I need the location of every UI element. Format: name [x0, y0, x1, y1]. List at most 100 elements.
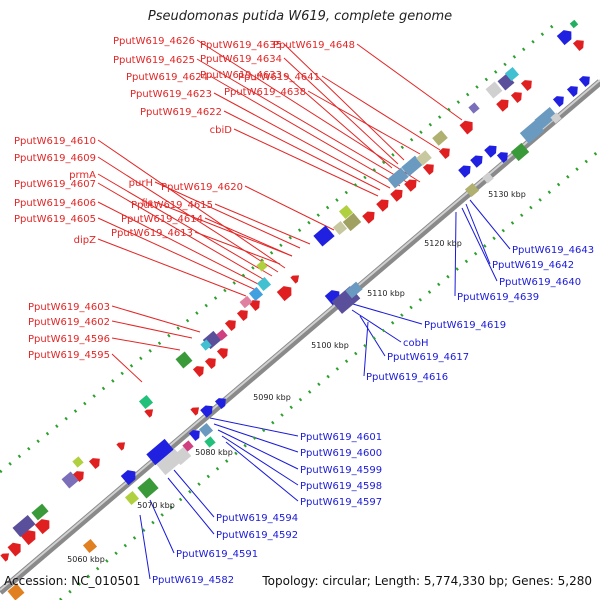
- gene-block: [31, 503, 49, 521]
- gene-block: [256, 260, 268, 272]
- gene-block: [313, 225, 335, 247]
- gene-arrow-forward: [390, 189, 403, 202]
- kbp-tick-label: 5060 kbp: [67, 555, 105, 564]
- gene-arrow-forward: [438, 148, 450, 160]
- gene-arrow-reverse: [578, 76, 590, 88]
- gene-block: [468, 102, 480, 114]
- genome-title: Pseudomonas putida W619, complete genome: [147, 9, 453, 24]
- gene-label: PputW619_4619: [424, 320, 506, 331]
- accession-text: Accession: NC_010501: [4, 574, 141, 588]
- gene-arrow-forward: [204, 358, 216, 370]
- kbp-tick-label: 5100 kbp: [311, 341, 349, 350]
- gene-block: [416, 150, 432, 166]
- gene-label: PputW619_4609: [14, 153, 96, 164]
- gene-arrow-forward: [144, 409, 154, 418]
- gene-block: [12, 514, 36, 538]
- kbp-tick-label: 5080 kbp: [195, 448, 233, 457]
- gene-label: PputW619_4598: [300, 481, 382, 492]
- gene-label: PputW619_4639: [457, 292, 539, 303]
- gene-block: [239, 295, 253, 309]
- gene-block: [569, 19, 579, 29]
- gene-arrow-forward: [7, 542, 21, 557]
- gene-label: fis: [141, 198, 153, 209]
- gene-arrow-reverse: [484, 145, 497, 158]
- gene-label: PputW619_4594: [216, 513, 298, 524]
- gene-arrow-forward: [72, 471, 84, 483]
- gene-arrow-reverse: [566, 86, 578, 98]
- gene-arrow-forward: [20, 530, 36, 546]
- gene-label: PputW619_4635: [200, 40, 282, 51]
- kbp-tick-label: 5090 kbp: [253, 393, 291, 402]
- gene-arrow-forward: [404, 179, 417, 192]
- gene-block: [7, 583, 25, 600]
- gene-label: PputW619_4606: [14, 198, 96, 209]
- gene-label: PputW619_4638: [224, 87, 306, 98]
- gene-label: PputW619_4648: [273, 40, 355, 51]
- gene-block: [124, 490, 140, 506]
- gene-block: [345, 281, 363, 299]
- gene-arrow-forward: [459, 120, 473, 135]
- gene-label: PputW619_4617: [387, 352, 469, 363]
- gene-arrow-reverse: [552, 96, 564, 108]
- gene-arrow-forward: [572, 40, 584, 52]
- gene-label: PputW619_4602: [28, 317, 110, 328]
- gene-label: PputW619_4640: [499, 277, 581, 288]
- gene-label: PputW619_4613: [111, 228, 193, 239]
- gene-block: [432, 130, 448, 146]
- gene-label: PputW619_4623: [130, 89, 212, 100]
- gene-arrow-reverse: [214, 398, 226, 410]
- gene-block: [198, 422, 214, 438]
- gene-block: [200, 339, 212, 351]
- gene-arrow-reverse: [200, 405, 213, 418]
- gene-block: [182, 440, 194, 452]
- gene-block: [338, 204, 354, 220]
- gene-arrow-forward: [556, 30, 572, 46]
- gene-label: PputW619_4620: [161, 182, 243, 193]
- gene-label: PputW619_4600: [300, 448, 382, 459]
- gene-label: prmA: [69, 170, 96, 181]
- gene-label: cobH: [403, 338, 428, 349]
- gene-block: [146, 438, 174, 466]
- gene-block: [510, 142, 530, 162]
- gene-label: PputW619_4633: [200, 70, 282, 81]
- gene-block: [342, 212, 362, 232]
- gene-arrow-forward: [290, 275, 300, 284]
- gene-block: [387, 167, 409, 189]
- gene-block: [485, 81, 503, 99]
- gene-label: PputW619_4610: [14, 136, 96, 147]
- gene-arrow-reverse: [458, 165, 471, 178]
- gene-block: [137, 477, 159, 499]
- kbp-tick-label: 5110 kbp: [367, 289, 405, 298]
- gene-label: PputW619_4596: [28, 334, 110, 345]
- gene-arrow-forward: [496, 99, 509, 112]
- gene-label: PputW619_4642: [492, 260, 574, 271]
- gene-arrow-reverse: [496, 152, 508, 164]
- topology-text: Topology: circular; Length: 5,774,330 bp…: [262, 574, 592, 588]
- gene-arrow-forward: [362, 211, 375, 224]
- gene-label: PputW619_4622: [140, 107, 222, 118]
- gene-arrow-forward: [510, 92, 522, 104]
- gene-label: PputW619_4597: [300, 497, 382, 508]
- gene-label: PputW619_4592: [216, 530, 298, 541]
- gene-arrow-forward: [192, 366, 204, 378]
- gene-arrow-reverse: [0, 553, 10, 562]
- gene-block: [204, 436, 216, 448]
- genome-backbone: [0, 79, 600, 595]
- gene-label: PputW619_4641: [238, 72, 320, 83]
- gene-block: [72, 456, 84, 468]
- gene-label: PputW619_4616: [366, 372, 448, 383]
- kbp-tick-label: 5130 kbp: [488, 190, 526, 199]
- gene-block: [464, 182, 480, 198]
- gene-label: PputW619_4595: [28, 350, 110, 361]
- gene-arrow-reverse: [120, 470, 136, 486]
- gene-arrow-reverse: [188, 430, 200, 442]
- gene-arrow-forward: [422, 164, 434, 176]
- gene-arrow-forward: [88, 458, 100, 470]
- gene-block: [504, 66, 520, 82]
- gene-label: PputW619_4607: [14, 179, 96, 190]
- gene-arrow-forward: [276, 286, 292, 302]
- gene-arrow-forward: [520, 80, 532, 92]
- gene-arrow-forward: [34, 519, 50, 535]
- gene-block: [482, 172, 494, 184]
